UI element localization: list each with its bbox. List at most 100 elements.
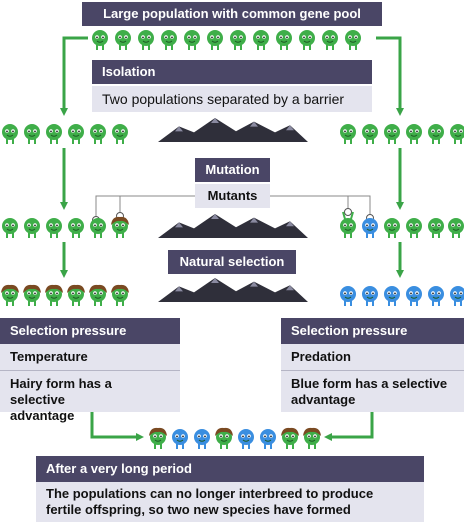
organism-blue: [384, 286, 400, 306]
organism-green: [207, 30, 223, 50]
organism-blue: [172, 429, 188, 449]
right-selection-heading: Selection pressure: [281, 318, 464, 344]
snowcap: [211, 214, 219, 219]
result-line-1: The populations can no longer interbreed…: [46, 486, 374, 501]
mutant-callouts: [92, 195, 374, 224]
callout-line: [119, 195, 195, 214]
mutants-label: Mutants: [195, 184, 270, 208]
organism-hairy-mutant: [111, 216, 129, 238]
organism-green: [448, 218, 464, 238]
title-banner: Large population with common gene pool: [82, 2, 382, 26]
snowcap: [250, 281, 258, 287]
left-advantage-1: Hairy form has a selective: [10, 376, 112, 407]
organism-green: [450, 124, 464, 144]
organism-blue: [428, 286, 444, 306]
organism-blue-mutant: [362, 218, 378, 238]
organisms: [1, 30, 464, 449]
organism-hairy: [23, 284, 41, 306]
organism-green: [276, 30, 292, 50]
mountain-range: [158, 278, 308, 302]
organism-blue: [406, 286, 422, 306]
snowcap: [250, 121, 258, 127]
arrow-right-merge: [324, 412, 374, 441]
divider: [281, 370, 464, 371]
isolation-text: Two populations separated by a barrier: [92, 86, 372, 112]
organism-green: [90, 218, 106, 238]
arrow-right-split: [376, 36, 404, 116]
snowcap: [286, 285, 294, 291]
right-pressure: Predation: [291, 349, 351, 364]
organism-hairy: [67, 284, 85, 306]
organism-green: [24, 124, 40, 144]
organism-green: [184, 30, 200, 50]
organism-green: [230, 30, 246, 50]
organism-hairy: [45, 284, 63, 306]
organism-green: [340, 124, 356, 144]
snowcap: [175, 222, 183, 228]
flow-arrows: [60, 36, 404, 441]
organism-hairy: [111, 284, 129, 306]
mountain-barriers: [158, 118, 308, 302]
organism-green: [2, 124, 18, 144]
organism-hairy: [149, 427, 167, 449]
organism-green: [345, 30, 361, 50]
result-line-2: fertile offspring, so two new species ha…: [46, 502, 351, 517]
organism-blue: [260, 429, 276, 449]
right-advantage-2: advantage: [291, 392, 356, 407]
snowcap: [250, 217, 258, 223]
organism-blue: [362, 286, 378, 306]
organism-green: [46, 218, 62, 238]
organism-green: [161, 30, 177, 50]
callout-line: [95, 195, 195, 218]
snowcap: [211, 118, 219, 123]
organism-hairy: [1, 284, 19, 306]
organism-green: [253, 30, 269, 50]
left-pressure: Temperature: [10, 349, 88, 364]
divider: [0, 370, 180, 371]
organism-blue: [194, 429, 210, 449]
snowcap: [286, 221, 294, 227]
organism-green: [68, 218, 84, 238]
isolation-heading: Isolation: [92, 60, 372, 84]
organism-green: [362, 124, 378, 144]
title-text: Large population with common gene pool: [103, 6, 361, 21]
organism-green: [90, 124, 106, 144]
organism-hairy: [215, 427, 233, 449]
organism-blue: [238, 429, 254, 449]
left-advantage-2: advantage: [10, 408, 75, 423]
left-selection-body: Temperature Hairy form has a selective a…: [0, 344, 180, 423]
organism-green: [384, 124, 400, 144]
organism-green: [406, 218, 422, 238]
organism-green: [299, 30, 315, 50]
callout-line: [270, 195, 349, 210]
result-body: The populations can no longer interbreed…: [36, 482, 424, 522]
organism-green: [68, 124, 84, 144]
arrow-left-merge: [90, 412, 144, 441]
organism-green: [384, 218, 400, 238]
organism-hairy: [281, 427, 299, 449]
organism-green: [322, 30, 338, 50]
callout-line: [270, 195, 371, 216]
left-selection-heading: Selection pressure: [0, 318, 180, 344]
arrow-left-split: [60, 36, 88, 116]
right-selection-body: Predation Blue form has a selective adva…: [281, 344, 464, 412]
organism-green: [24, 218, 40, 238]
organism-green: [406, 124, 422, 144]
organism-hairy: [303, 427, 321, 449]
organism-blue: [340, 286, 356, 306]
mountain-range: [158, 118, 308, 142]
organism-green: [138, 30, 154, 50]
snowcap: [175, 126, 183, 132]
mutation-heading: Mutation: [195, 158, 270, 182]
organism-hairy: [89, 284, 107, 306]
organism-green: [46, 124, 62, 144]
natural-selection-heading: Natural selection: [168, 250, 296, 274]
organism-green: [115, 30, 131, 50]
snowcap: [175, 286, 183, 292]
organism-antenna: [340, 211, 356, 238]
callout-marker: [344, 208, 352, 216]
organism-green: [428, 218, 444, 238]
right-advantage-1: Blue form has a selective: [291, 376, 448, 391]
result-heading: After a very long period: [36, 456, 424, 482]
